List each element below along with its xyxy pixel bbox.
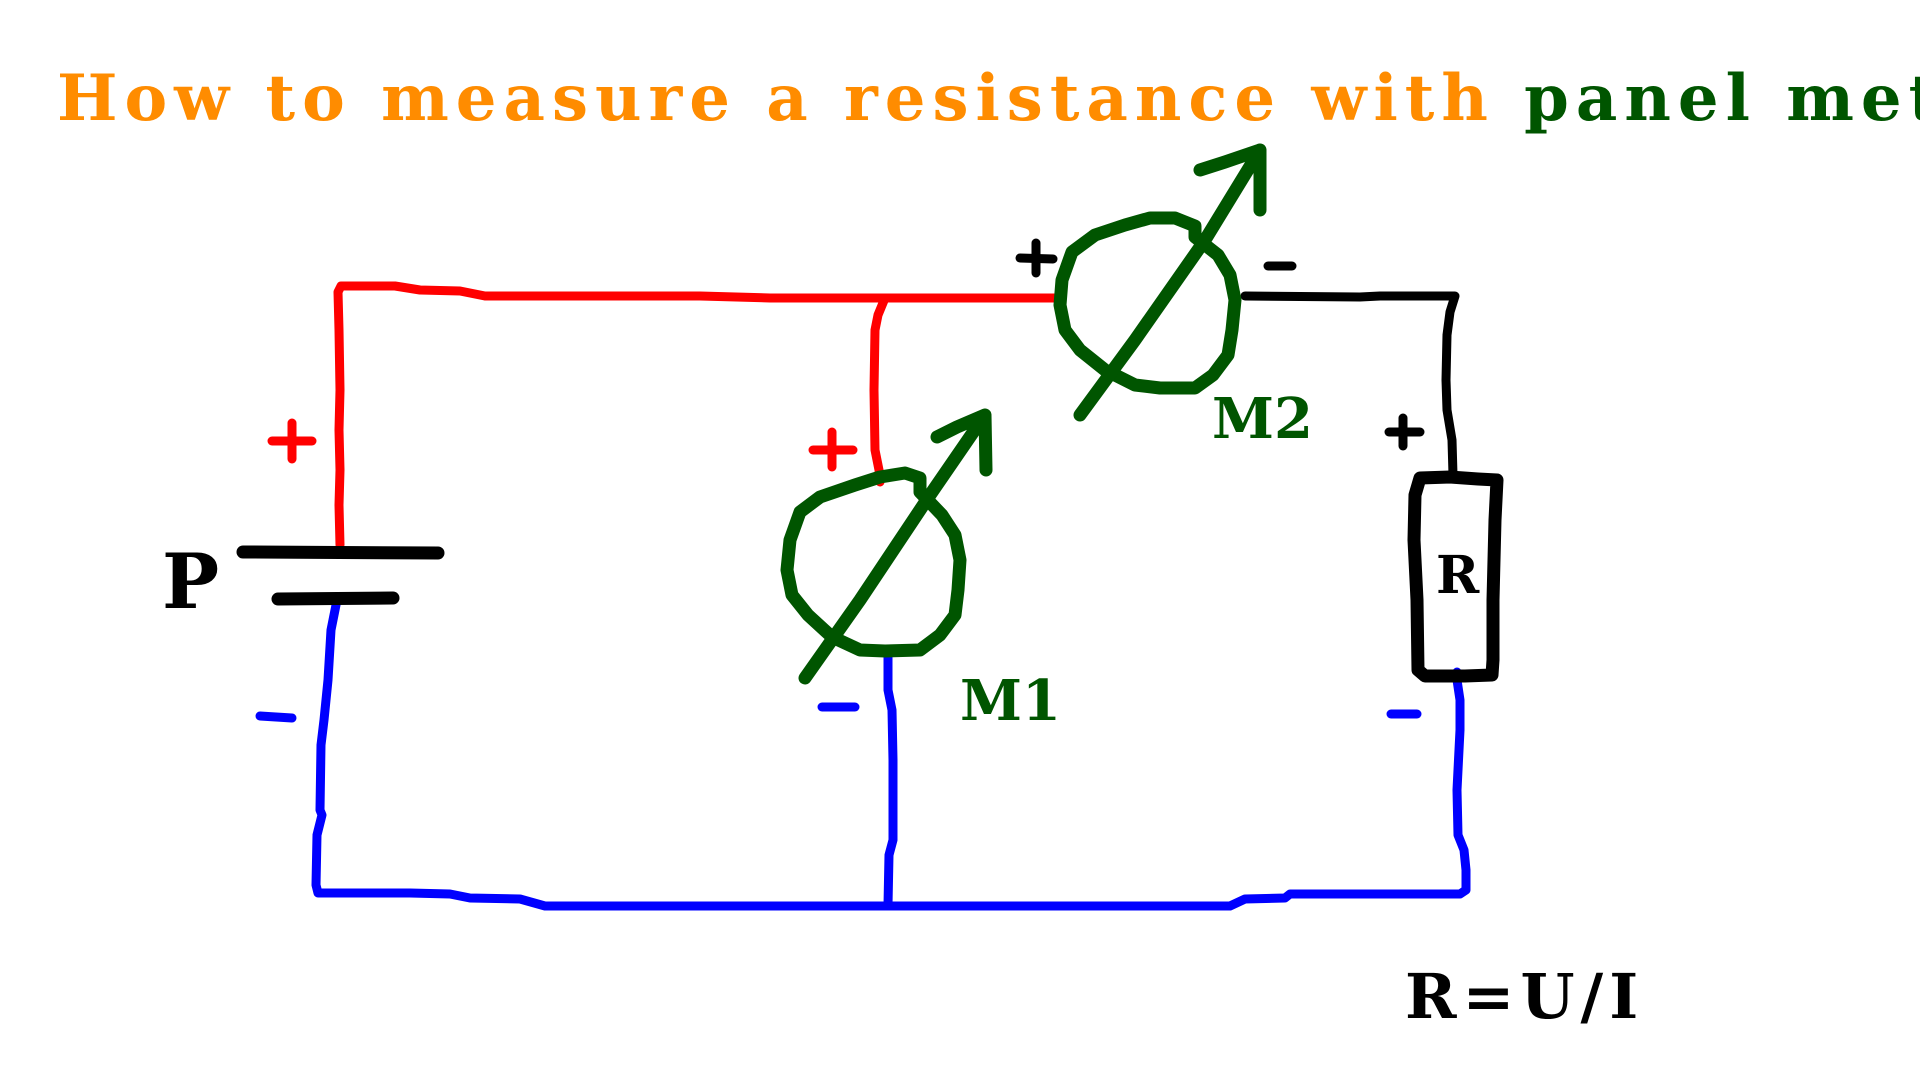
battery-short-plate (271, 591, 400, 606)
meter1-circle-icon (780, 466, 967, 658)
meter1-label: M1 (960, 668, 1061, 734)
resistor-label: R (1436, 545, 1480, 606)
resistance-formula: R=U/I (1405, 960, 1644, 1033)
battery-positive-wire (333, 281, 1063, 550)
meter1-plus-sign (808, 427, 858, 472)
title-part-orange: How to measure a resistance with (57, 61, 1524, 136)
battery-plus-sign (267, 418, 317, 464)
resistor-plus-sign (1384, 413, 1425, 451)
resistor-body (1407, 470, 1504, 683)
meter-m2: M2 (1015, 143, 1313, 452)
negative-wires (311, 595, 1471, 911)
meter1-needle-arrow-icon (798, 408, 993, 685)
meter2-plus-sign (1015, 238, 1058, 278)
resistor-negative-wire (875, 667, 1471, 911)
power-source-label: P (162, 537, 219, 626)
meter1-negative-wire (883, 650, 898, 910)
power-source: P (162, 418, 445, 723)
meter2-circle-icon (1053, 211, 1242, 395)
meter1-positive-wire (869, 293, 890, 487)
battery-negative-wire (311, 595, 885, 911)
battery-minus-sign (255, 711, 297, 723)
title-part-green: panel meters: (1524, 61, 1920, 136)
meter2-label: M2 (1212, 386, 1313, 452)
meter2-to-resistor-wire (1240, 291, 1460, 480)
meter2-needle-arrow-icon (1073, 143, 1267, 422)
resistor: R (1384, 413, 1504, 719)
positive-wires (333, 281, 1063, 550)
battery-long-plate (236, 545, 445, 560)
diagram-title: How to measure a resistance with panel m… (57, 61, 1920, 136)
meter-m1: M1 (780, 408, 1061, 734)
